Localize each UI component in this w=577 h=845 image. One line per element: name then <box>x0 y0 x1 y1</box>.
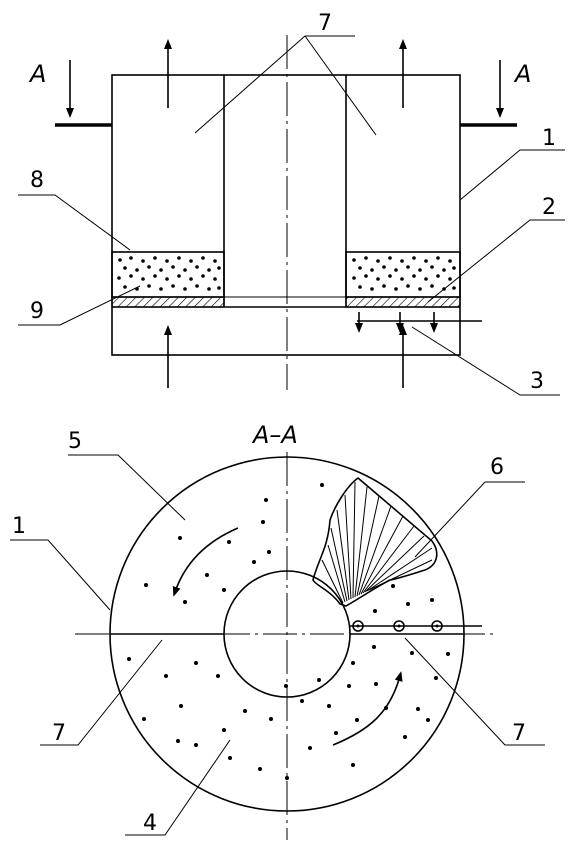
rotation-arrow-upper <box>172 527 239 597</box>
granule-dots <box>117 256 456 291</box>
leader-7-right <box>404 637 545 746</box>
section-title: A–A <box>251 421 298 449</box>
nozzle-1-dot <box>356 624 360 628</box>
label-part-8: 8 <box>30 168 44 193</box>
nozzle-2 <box>393 620 405 632</box>
particle-dots <box>127 483 450 780</box>
leader-8 <box>18 194 131 251</box>
leader-1-bottom <box>10 539 111 611</box>
label-section-left: A <box>28 60 46 88</box>
label-part-2: 2 <box>542 195 556 220</box>
nozzle-2-dot <box>397 624 401 628</box>
granule-layer-left <box>111 251 225 298</box>
label-part-7-top: 7 <box>318 11 332 36</box>
label-part-6: 6 <box>490 455 504 480</box>
label-part-3: 3 <box>530 369 544 394</box>
label-part-5: 5 <box>68 429 82 454</box>
leader-9 <box>18 285 141 326</box>
support-plate-right <box>345 296 461 308</box>
leader-7-left <box>40 639 163 746</box>
support-plate-left <box>111 296 225 308</box>
nozzle-1 <box>352 620 364 632</box>
rotation-arrow-lower <box>332 671 403 746</box>
fan-element-ribs <box>321 481 433 604</box>
leader-5 <box>68 454 186 521</box>
leader-1-top <box>459 149 565 201</box>
vertical-section-view: 7 1 2 8 9 3 A A <box>18 11 565 396</box>
label-part-9: 9 <box>30 299 44 324</box>
label-section-right: A <box>513 60 531 88</box>
leader-7-top <box>194 35 355 134</box>
leader-4 <box>125 739 231 836</box>
nozzle-3-dot <box>435 624 439 628</box>
label-part-4: 4 <box>143 811 157 836</box>
housing-outline <box>111 74 461 356</box>
leader-7-top-b <box>304 35 377 136</box>
leader-3 <box>411 326 560 396</box>
label-part-1-bottom: 1 <box>12 514 26 539</box>
label-part-7-left: 7 <box>52 721 66 746</box>
section-a-a-view: A–A <box>10 421 545 840</box>
nozzle-3 <box>431 620 443 632</box>
label-part-1-top: 1 <box>542 126 556 151</box>
label-part-7-right: 7 <box>512 721 526 746</box>
leader-2 <box>427 219 565 303</box>
leader-6 <box>414 481 525 558</box>
